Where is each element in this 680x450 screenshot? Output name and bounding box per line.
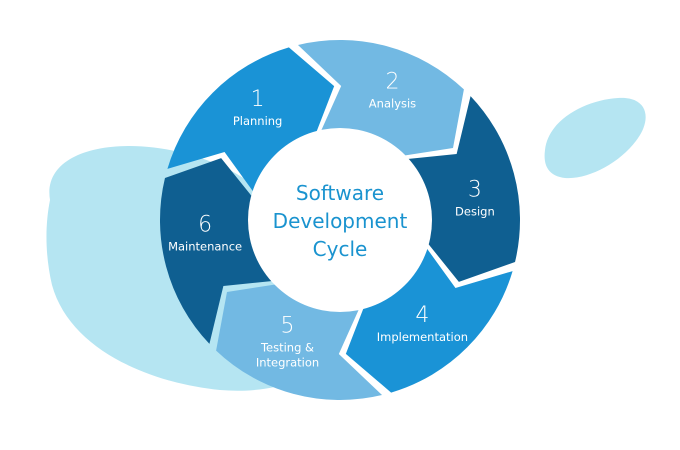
stage-2-label: Analysis [369,97,416,111]
cycle-segments [159,39,521,401]
stage-3-number: 3 [468,178,482,203]
cycle-segment-5 [216,283,383,401]
center-circle [248,128,432,312]
stage-1-label: Planning [233,114,283,128]
stage-1-number: 1 [251,87,265,112]
stage-5-label-line-1: Testing & [260,341,314,355]
stage-6-number: 6 [198,212,212,237]
background-blob-right [544,97,646,179]
center-title-line-3: Cycle [313,237,368,261]
cycle-segment-3 [403,96,521,282]
stage-6-label: Maintenance [168,239,242,253]
cycle-segment-6 [159,158,277,344]
stage-4-label: Implementation [377,330,468,344]
stage-5-number: 5 [281,314,295,339]
stage-5-label-line-2: Integration [256,356,319,370]
cycle-segment-1 [167,47,335,196]
center-title-line-1: Software [296,181,384,205]
stage-2-number: 2 [386,70,400,95]
stage-3-label: Design [455,205,495,219]
stage-4-number: 4 [415,303,429,328]
cycle-segment-4 [345,244,513,393]
center-title-line-2: Development [273,209,408,233]
cycle-segment-2 [297,39,464,157]
center-label: Software Development Cycle [273,181,408,261]
